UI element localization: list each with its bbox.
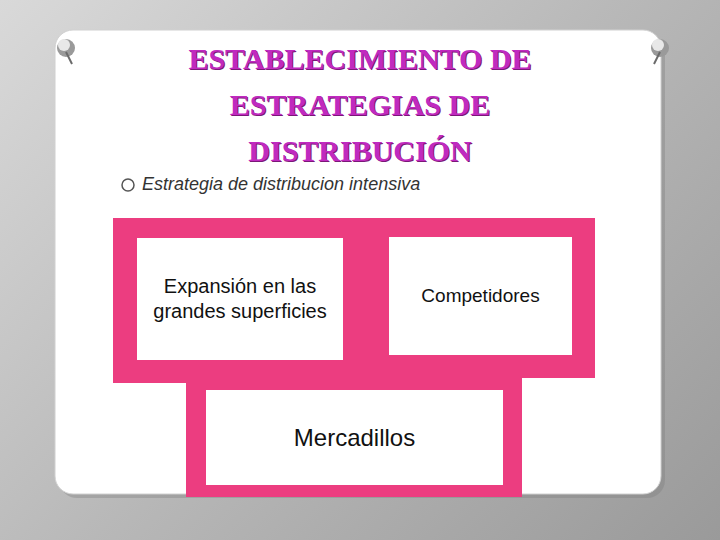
pink-frame-box: Competidores xyxy=(367,218,595,378)
box-text: Mercadillos xyxy=(286,419,423,457)
pushpin xyxy=(57,39,75,64)
bullet-text: Estrategia de distribucion intensiva xyxy=(142,174,420,195)
bullet-mark xyxy=(122,179,134,191)
slide-card xyxy=(55,30,661,494)
pushpin xyxy=(651,39,669,64)
slide-title: ESTABLECIMIENTO DE ESTRATEGIAS DE DISTRI… xyxy=(140,36,580,174)
box-text: Competidores xyxy=(413,280,547,312)
box-text: Expansión en las grandes superficies xyxy=(141,270,339,328)
pink-frame-box: Expansión en las grandes superficies xyxy=(113,218,367,383)
pink-frame-box: Mercadillos xyxy=(186,378,522,497)
